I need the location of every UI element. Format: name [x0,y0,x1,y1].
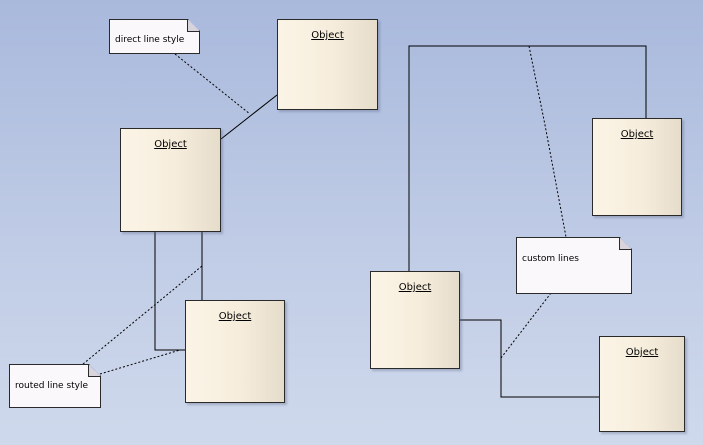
note-text: direct line style [115,35,185,45]
object-node-bottom-left[interactable]: Object [185,300,285,403]
connector-custom[interactable] [459,319,599,398]
note-link-routed-b[interactable] [99,349,181,375]
object-label: Object [620,129,654,140]
note-link-routed-a[interactable] [82,265,203,365]
object-label: Object [154,139,187,150]
object-label: Object [218,311,252,322]
note-text: custom lines [522,254,579,264]
connector-direct[interactable] [220,94,278,140]
note-routed-line-style[interactable]: routed line style [9,364,101,408]
object-label: Object [398,282,432,293]
object-label: Object [625,347,659,358]
note-direct-line-style[interactable]: direct line style [109,19,200,54]
object-node-top[interactable]: Object [277,19,378,110]
object-node-mid-left[interactable]: Object [120,128,221,232]
object-node-center[interactable]: Object [370,271,460,369]
note-text: routed line style [15,381,89,391]
connector-routed-left[interactable] [154,231,186,351]
object-label: Object [311,30,344,41]
object-node-right-bottom[interactable]: Object [599,336,685,432]
connector-routed-top[interactable] [408,45,647,271]
note-link-direct[interactable] [174,53,251,115]
note-link-custom-top[interactable] [528,45,567,238]
object-node-right-top[interactable]: Object [592,118,682,216]
note-link-custom-bottom[interactable] [500,292,552,359]
note-custom-lines[interactable]: custom lines [516,237,632,294]
